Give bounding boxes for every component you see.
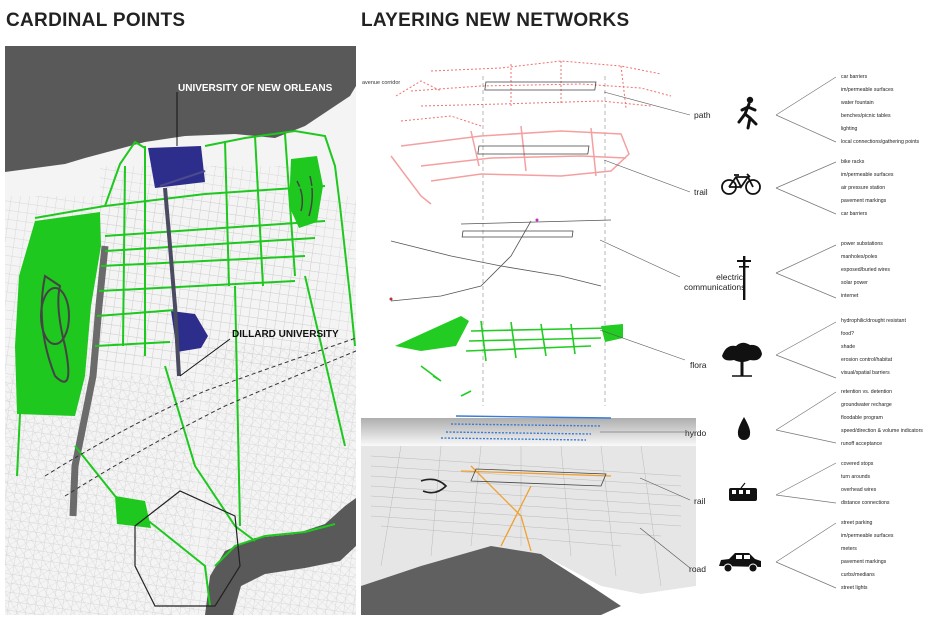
feature-item: shade — [841, 344, 855, 351]
feature-item: erosion control/habitat — [841, 357, 892, 364]
feature-item: retention vs. detention — [841, 389, 892, 396]
feature-item: speed/direction & volume indicators — [841, 428, 923, 435]
flora-layer — [395, 316, 623, 396]
runner-icon — [736, 96, 760, 130]
feature-item: pavement markings — [841, 559, 886, 566]
utility-pole-icon — [736, 254, 752, 300]
feature-item: internet — [841, 293, 858, 300]
feature-item: local connections/gathering points — [841, 139, 919, 146]
label-road: road — [689, 564, 706, 574]
university-new-orleans-campus — [148, 146, 205, 188]
uno-label: UNIVERSITY OF NEW ORLEANS — [178, 83, 332, 94]
feature-item: im/permeable surfaces — [841, 533, 893, 540]
feature-item: food? — [841, 331, 854, 338]
feature-item: distance connections — [841, 500, 889, 507]
feature-item: lighting — [841, 126, 857, 133]
feature-item: solar power — [841, 280, 868, 287]
feature-item: visual/spatial barriers — [841, 370, 890, 377]
car-icon — [717, 550, 763, 574]
feature-item: car barriers — [841, 74, 867, 81]
avenue-corridor-label: avenue corridor — [362, 80, 400, 86]
feature-item: runoff acceptance — [841, 441, 882, 448]
feature-item: water fountain — [841, 100, 874, 107]
label-rail: rail — [694, 496, 705, 506]
feature-item: hydrophilic/drought resistant — [841, 318, 906, 325]
layered-networks-diagram — [361, 46, 696, 615]
dillard-label: DILLARD UNIVERSITY — [232, 329, 339, 340]
feature-item: floodable program — [841, 415, 883, 422]
feature-item: manholes/poles — [841, 254, 877, 261]
feature-item: car barriers — [841, 211, 867, 218]
tree-icon — [720, 340, 764, 378]
path-layer — [396, 61, 671, 126]
water-drop-icon — [736, 416, 752, 442]
feature-item: im/permeable surfaces — [841, 172, 893, 179]
base-city-layer — [361, 446, 696, 615]
bicycle-icon — [721, 172, 761, 196]
label-hydro: hyrdo — [685, 428, 706, 438]
label-trail: trail — [694, 187, 708, 197]
feature-item: overhead wires — [841, 487, 876, 494]
feature-item: im/permeable surfaces — [841, 87, 893, 94]
feature-item: power substations — [841, 241, 883, 248]
feature-item: pavement markings — [841, 198, 886, 205]
feature-item: turn arounds — [841, 474, 870, 481]
feature-item: street parking — [841, 520, 872, 527]
trail-layer — [391, 126, 629, 204]
feature-item: air pressure station — [841, 185, 885, 192]
feature-item: curbs/medians — [841, 572, 875, 579]
left-title: CARDINAL POINTS — [6, 10, 185, 32]
feature-item: street lights — [841, 585, 868, 592]
label-path: path — [694, 110, 711, 120]
feature-item: benches/picnic tables — [841, 113, 891, 120]
label-flora: flora — [690, 360, 707, 370]
streetcar-icon — [727, 482, 759, 504]
feature-item: exposed/buried wires — [841, 267, 890, 274]
feature-item: groundwater recharge — [841, 402, 892, 409]
feature-item: covered stops — [841, 461, 873, 468]
feature-item: bike racks — [841, 159, 864, 166]
right-title: LAYERING NEW NETWORKS — [361, 10, 629, 32]
feature-item: meters — [841, 546, 857, 553]
